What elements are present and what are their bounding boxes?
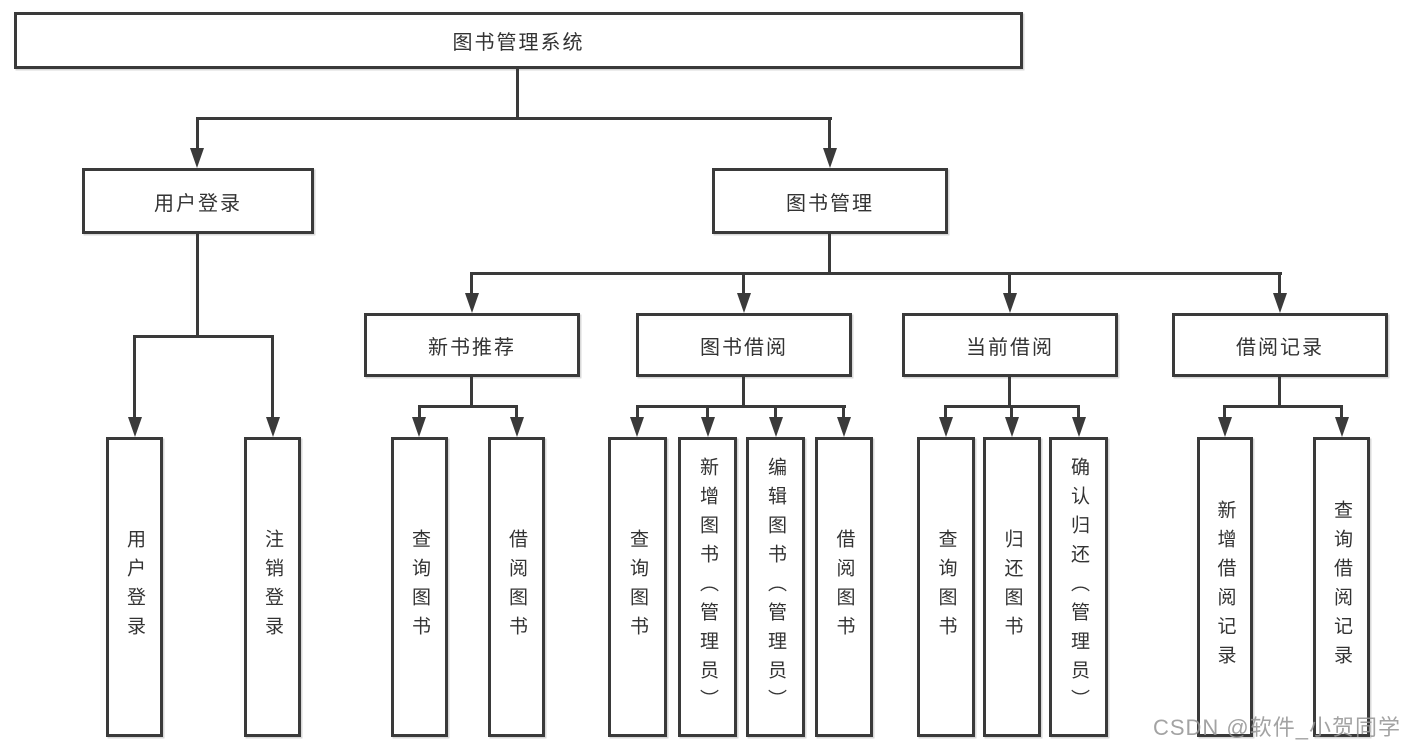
connector-arrowhead: [128, 417, 142, 437]
connector-line: [1278, 377, 1281, 407]
connector-arrowhead: [266, 417, 280, 437]
connector-line: [1278, 272, 1281, 295]
node-book-management: 图书管理: [712, 168, 948, 234]
connector-arrowhead: [1218, 417, 1232, 437]
leaf-query-books-borrow: 查询图书: [608, 437, 667, 737]
connector-line: [944, 405, 947, 419]
connector-line: [742, 272, 745, 295]
connector-line: [1008, 272, 1011, 295]
connector-line: [516, 69, 519, 118]
connector-arrowhead: [701, 417, 715, 437]
connector-line: [133, 335, 274, 338]
connector-line: [1008, 377, 1011, 407]
connector-arrowhead: [769, 417, 783, 437]
leaf-logout-label: 注销登录: [262, 529, 283, 645]
connector-line: [418, 405, 421, 419]
leaf-query-books-recommend: 查询图书: [391, 437, 448, 737]
root-node: 图书管理系统: [14, 12, 1023, 69]
leaf-user-login-label: 用户登录: [124, 529, 145, 645]
connector-line: [636, 405, 639, 419]
leaf-return-books: 归还图书: [983, 437, 1041, 737]
node-borrow-records: 借阅记录: [1172, 313, 1388, 377]
connector-line: [1223, 405, 1226, 419]
root-node-label: 图书管理系统: [452, 32, 585, 54]
connector-arrowhead: [1005, 417, 1019, 437]
connector-arrowhead: [1335, 417, 1349, 437]
connector-arrowhead: [1273, 293, 1287, 313]
node-book-borrow: 图书借阅: [636, 313, 852, 377]
connector-arrowhead: [823, 148, 837, 168]
leaf-add-borrow-record: 新增借阅记录: [1197, 437, 1253, 737]
leaf-query-borrow-record-label: 查询借阅记录: [1331, 500, 1352, 674]
connector-line: [271, 335, 274, 419]
connector-arrowhead: [837, 417, 851, 437]
connector-line: [196, 234, 199, 337]
node-user-login-label: 用户登录: [154, 192, 242, 215]
watermark: CSDN @软件_小贺同学: [1152, 715, 1401, 740]
leaf-confirm-return-admin-label: 确认归还（管理员）: [1068, 456, 1089, 718]
connector-arrowhead: [1072, 417, 1086, 437]
node-current-borrow: 当前借阅: [902, 313, 1118, 377]
connector-arrowhead: [630, 417, 644, 437]
node-user-login: 用户登录: [82, 168, 314, 234]
node-book-borrow-label: 图书借阅: [700, 336, 788, 359]
leaf-edit-book-admin: 编辑图书（管理员）: [746, 437, 805, 737]
connector-line: [470, 272, 1282, 275]
leaf-query-books-current-label: 查询图书: [935, 529, 957, 645]
connector-line: [706, 405, 709, 419]
connector-line: [742, 377, 745, 407]
leaf-query-books-current: 查询图书: [917, 437, 975, 737]
leaf-borrow-books-borrow-label: 借阅图书: [833, 529, 855, 645]
leaf-borrow-books-recommend: 借阅图书: [488, 437, 545, 737]
connector-line: [1340, 405, 1343, 419]
leaf-return-books-label: 归还图书: [1001, 529, 1023, 645]
connector-line: [828, 117, 831, 150]
leaf-confirm-return-admin: 确认归还（管理员）: [1049, 437, 1108, 737]
connector-line: [1223, 405, 1343, 408]
connector-line: [133, 335, 136, 419]
leaf-add-book-admin-label: 新增图书（管理员）: [697, 456, 718, 718]
connector-line: [418, 405, 518, 408]
connector-arrowhead: [412, 417, 426, 437]
connector-line: [470, 377, 473, 407]
leaf-add-borrow-record-label: 新增借阅记录: [1214, 500, 1236, 674]
leaf-query-borrow-record: 查询借阅记录: [1313, 437, 1370, 737]
connector-arrowhead: [737, 293, 751, 313]
leaf-edit-book-admin-label: 编辑图书（管理员）: [765, 456, 786, 718]
connector-line: [636, 405, 846, 408]
leaf-query-books-recommend-label: 查询图书: [409, 529, 430, 645]
node-new-book-recommend-label: 新书推荐: [428, 336, 516, 359]
connector-arrowhead: [510, 417, 524, 437]
connector-line: [1010, 405, 1013, 419]
connector-line: [515, 405, 518, 419]
connector-line: [196, 117, 199, 150]
connector-line: [774, 405, 777, 419]
connector-arrowhead: [465, 293, 479, 313]
node-book-management-label: 图书管理: [786, 192, 874, 215]
leaf-query-books-borrow-label: 查询图书: [627, 529, 648, 645]
leaf-user-login: 用户登录: [106, 437, 163, 737]
leaf-add-book-admin: 新增图书（管理员）: [678, 437, 737, 737]
connector-arrowhead: [1003, 293, 1017, 313]
connector-line: [842, 405, 845, 419]
connector-arrowhead: [939, 417, 953, 437]
connector-line: [196, 117, 832, 120]
node-borrow-records-label: 借阅记录: [1236, 336, 1324, 359]
connector-line: [828, 234, 831, 275]
leaf-logout: 注销登录: [244, 437, 301, 737]
connector-line: [470, 272, 473, 295]
leaf-borrow-books-recommend-label: 借阅图书: [506, 529, 527, 645]
connector-line: [1077, 405, 1080, 419]
connector-arrowhead: [190, 148, 204, 168]
node-new-book-recommend: 新书推荐: [364, 313, 580, 377]
leaf-borrow-books-borrow: 借阅图书: [815, 437, 873, 737]
node-current-borrow-label: 当前借阅: [966, 336, 1054, 359]
